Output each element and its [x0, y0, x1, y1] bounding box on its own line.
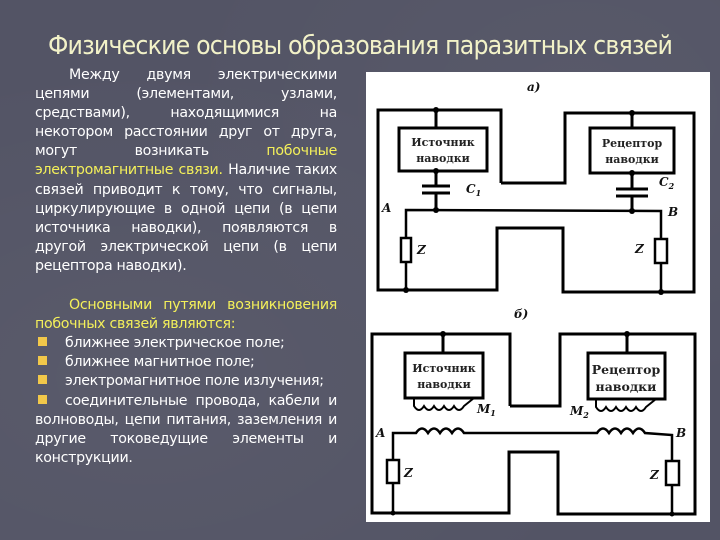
slide-title: Физические основы образования паразитных…: [47, 31, 673, 61]
diagram-a-node-b: B: [667, 205, 678, 219]
diagram-a-receptor-line2: наводки: [605, 153, 659, 166]
diagram-b-m1-label: M1: [476, 402, 496, 418]
bullet-square-icon: [38, 394, 47, 404]
diagram-a-receptor-box: [588, 126, 676, 175]
highlight-term: побочные электромагнитные связи.: [35, 143, 337, 179]
diagram-b-wire-loop: [370, 332, 697, 516]
body-text: Между двумя электрическими цепями (элеме…: [35, 66, 337, 468]
diagram-b-resistor-right: [664, 459, 681, 487]
diagram-b-coil-m1: [413, 397, 475, 411]
paths-intro: Основными путями возникновения побочных …: [35, 297, 337, 333]
diagram-a-resistor-right: [653, 237, 669, 265]
diagram-a-resistor-left: [399, 236, 413, 264]
circuit-diagrams-panel: Источник наводки Рецептор наводки Источн…: [366, 72, 710, 522]
bullet-square-icon: [38, 337, 47, 347]
bullet-item: соединительные провода, кабели и волново…: [35, 392, 337, 466]
diagram-a-caption: а): [527, 80, 540, 94]
diagram-a-source-line1: Источник: [411, 136, 475, 149]
diagram-a-source-box: [397, 126, 489, 173]
bullet-square-icon: [38, 356, 47, 366]
bullet-item: электромагнитное поле излучения;: [35, 372, 337, 391]
diagram-b-receptor-line2: наводки: [596, 379, 657, 394]
diagram-b-coil-m2: [595, 398, 657, 412]
diagram-b-z-left: Z: [403, 466, 414, 480]
diagram-b-z-right: Z: [649, 468, 660, 482]
diagram-a-receptor-line1: Рецептор: [602, 137, 663, 150]
diagram-b-m2-label: M2: [569, 404, 589, 420]
diagram-b-source-line1: Источник: [412, 362, 476, 375]
diagram-b-resistor-left: [385, 458, 401, 485]
diagram-b-node-b: B: [675, 426, 686, 440]
diagram-a-c2-label: C2: [659, 175, 675, 191]
diagram-b-source-box: [403, 351, 485, 400]
diagram-a-c1-label: C1: [466, 182, 481, 198]
diagram-a-z-left: Z: [416, 243, 427, 257]
paragraph-paths: Основными путями возникновения побочных …: [35, 296, 337, 334]
diagram-a-wire-loop: [376, 108, 696, 294]
diagram-a-z-right: Z: [634, 242, 645, 256]
diagram-b-receptor-line1: Рецептор: [592, 362, 661, 377]
bullet-item: ближнее магнитное поле;: [35, 353, 337, 372]
diagram-b-source-line2: наводки: [417, 378, 471, 391]
diagram-a-node-a: A: [381, 201, 391, 215]
diagram-a-source-line2: наводки: [416, 152, 470, 165]
diagram-b-node-a: A: [375, 426, 385, 440]
bullet-square-icon: [38, 375, 47, 385]
circuit-diagrams: Источник наводки Рецептор наводки Источн…: [370, 80, 697, 517]
paragraph-intro: Между двумя электрическими цепями (элеме…: [35, 67, 337, 274]
diagram-b-caption: б): [514, 307, 528, 321]
bullet-item: ближнее электрическое поле;: [35, 334, 337, 353]
